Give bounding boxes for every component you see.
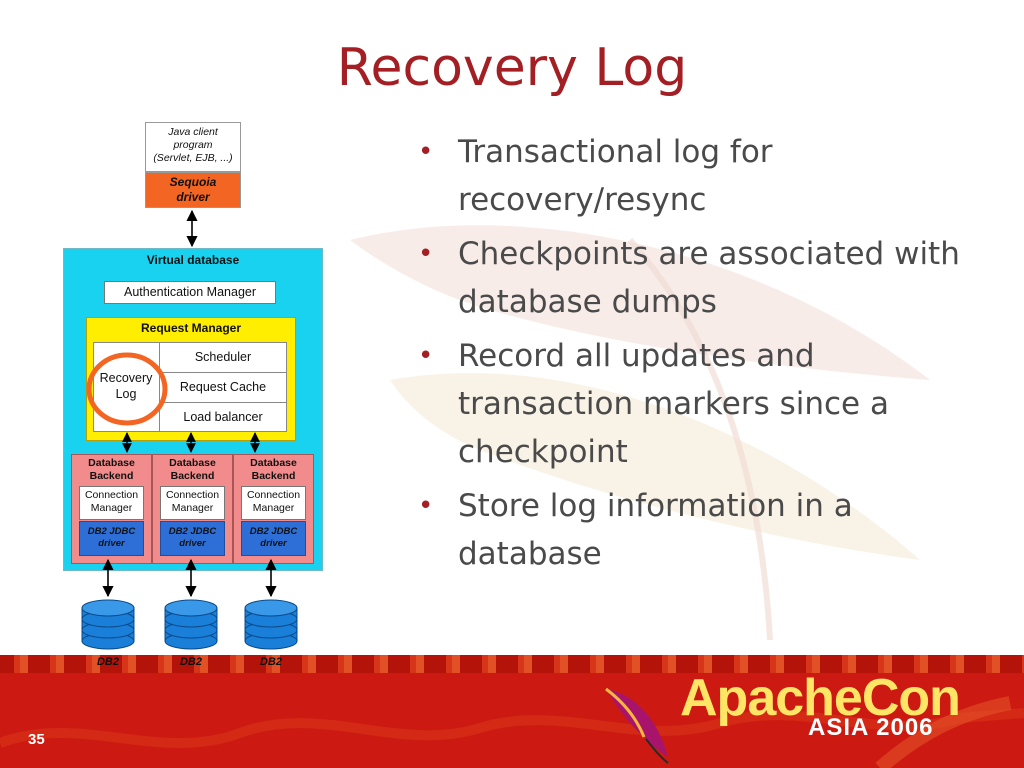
bullet-item: •Transactional log for recovery/resync — [418, 134, 773, 218]
db2-disk-icon-1 — [81, 599, 135, 650]
jdbc-3-line1: DB2 JDBC — [249, 526, 298, 537]
bullet-item: •Store log information in a database — [418, 488, 853, 572]
cm-1-line2: Manager — [90, 502, 133, 514]
jdbc-driver-2: DB2 JDBC driver — [160, 521, 225, 556]
jdbc-driver-1: DB2 JDBC driver — [79, 521, 144, 556]
authentication-manager-box: Authentication Manager — [104, 281, 276, 304]
footer-swirl-pattern — [0, 696, 1024, 768]
jdbc-driver-3: DB2 JDBC driver — [241, 521, 306, 556]
bullet-item: •Checkpoints are associated with databas… — [418, 236, 960, 320]
connection-manager-1: Connection Manager — [79, 486, 144, 520]
slide-title: Recovery Log — [336, 38, 688, 98]
recovery-log-line2: Log — [115, 387, 137, 401]
diagram-arrows — [81, 209, 298, 650]
cm-1-line1: Connection — [84, 489, 139, 501]
cm-2-line2: Manager — [171, 502, 214, 514]
java-client-box: Java client program (Servlet, EJB, ...) — [145, 122, 241, 172]
db2-label-2: DB2 — [179, 656, 202, 668]
cm-3-line2: Manager — [252, 502, 295, 514]
scheduler-cell: Scheduler — [159, 342, 287, 373]
jdbc-2-line1: DB2 JDBC — [168, 526, 217, 537]
virtual-database-label: Virtual database — [146, 253, 240, 267]
recovery-log-line1: Recovery — [99, 371, 153, 385]
backend-label-2: Database Backend — [152, 457, 233, 483]
db2-label-1: DB2 — [96, 656, 119, 668]
sequoia-driver-box: Sequoia driver — [145, 172, 241, 208]
load-balancer-cell: Load balancer — [159, 402, 287, 432]
backend-2-line1: Database — [169, 457, 216, 469]
apache-feather-logo — [605, 687, 669, 764]
footer-bar — [0, 655, 1024, 768]
db2-label-3: DB2 — [259, 656, 282, 668]
bullet-text: Record all updates and transaction marke… — [458, 338, 889, 470]
jdbc-1-line1: DB2 JDBC — [87, 526, 136, 537]
jdbc-2-line2: driver — [179, 538, 206, 549]
page-number: 35 — [28, 731, 45, 748]
backend-label-1: Database Backend — [71, 457, 152, 483]
bullet-item: •Record all updates and transaction mark… — [418, 338, 889, 470]
backend-2-line2: Backend — [170, 470, 215, 482]
connection-manager-3: Connection Manager — [241, 486, 306, 520]
request-manager-label: Request Manager — [140, 321, 242, 335]
backend-1-line1: Database — [88, 457, 135, 469]
apachecon-logo-text: ApacheCon — [680, 669, 961, 727]
asia-2006-logo-text: ASIA 2006 — [808, 714, 934, 741]
backend-label-3: Database Backend — [233, 457, 314, 483]
bullet-text: Store log information in a database — [458, 488, 853, 572]
recovery-log-label: Recovery Log — [88, 370, 164, 402]
bullet-text: Transactional log for recovery/resync — [458, 134, 773, 218]
cm-2-line1: Connection — [165, 489, 220, 501]
db2-disk-icon-2 — [164, 599, 218, 650]
driver-line1: Sequoia — [169, 175, 217, 189]
backend-3-line1: Database — [250, 457, 297, 469]
jdbc-1-line2: driver — [98, 538, 125, 549]
db2-disk-icon-3 — [244, 599, 298, 650]
bullet-text: Checkpoints are associated with database… — [458, 236, 960, 320]
recovery-log-highlight-ring — [86, 352, 168, 426]
jdbc-3-line2: driver — [260, 538, 287, 549]
client-line2: program — [173, 139, 213, 151]
connection-manager-2: Connection Manager — [160, 486, 225, 520]
feather-watermark — [350, 225, 930, 641]
client-line1: Java client — [168, 126, 218, 138]
backend-1-line2: Backend — [89, 470, 134, 482]
footer-pattern-band — [0, 655, 1024, 673]
backend-3-line2: Backend — [251, 470, 296, 482]
client-line3: (Servlet, EJB, ...) — [153, 152, 233, 164]
bullet-list: •Transactional log for recovery/resync •… — [418, 128, 978, 584]
cm-3-line1: Connection — [246, 489, 301, 501]
driver-line2: driver — [176, 190, 210, 204]
